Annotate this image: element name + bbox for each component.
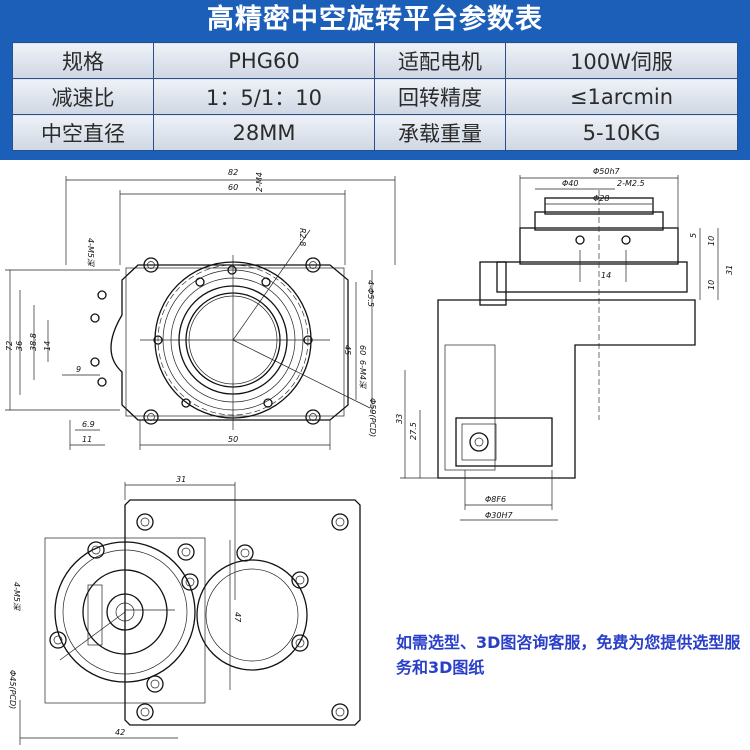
- dim-label: 4-M5深: [86, 238, 95, 267]
- dim-label: Φ50h7: [593, 167, 621, 176]
- dim-label: 10: [707, 236, 716, 246]
- dim-label: Φ8F6: [485, 495, 506, 504]
- spec-value: 5-10KG: [505, 114, 738, 151]
- dim-label: 5: [689, 233, 698, 238]
- dim-label: Φ28: [593, 194, 609, 203]
- dim-label: 6.9: [82, 420, 95, 429]
- spec-label: 回转精度: [374, 78, 506, 115]
- spec-table: 规格 PHG60 适配电机 100W伺服 减速比 1：5/1：10 回转精度 ≤…: [12, 42, 738, 151]
- dim-label: Φ59(PCD): [368, 398, 377, 437]
- dim-label: 2-M4: [255, 172, 264, 192]
- dim-label: 14: [43, 341, 52, 351]
- side-view-drawing: Φ50h7 Φ40 2-M2.5 Φ28 5 10 14 10 31 33 27…: [395, 167, 734, 521]
- spec-value: PHG60: [153, 42, 375, 79]
- dim-label: 10: [707, 280, 716, 290]
- spec-value: 1：5/1：10: [153, 78, 375, 115]
- dim-label: Φ30H7: [485, 511, 513, 520]
- dim-label: 47: [233, 612, 242, 623]
- dim-label: 38.8: [29, 333, 38, 351]
- dim-label: 9: [76, 365, 81, 374]
- dim-label: 33: [395, 414, 404, 424]
- spec-label: 适配电机: [374, 42, 506, 79]
- table-row: 减速比 1：5/1：10 回转精度 ≤1arcmin: [12, 78, 738, 115]
- spec-label: 减速比: [12, 78, 154, 115]
- dim-label: 60: [228, 183, 238, 192]
- dim-label: 31: [725, 265, 734, 275]
- spec-value: ≤1arcmin: [505, 78, 738, 115]
- dim-label: 45: [343, 345, 352, 355]
- bottom-view-drawing: 31 42 47 4-M5深 Φ45(PCD): [8, 475, 361, 745]
- dim-label: 36: [15, 341, 24, 351]
- dim-label: 31: [176, 475, 186, 484]
- spec-value: 28MM: [153, 114, 375, 151]
- dim-label: 72: [5, 341, 14, 351]
- technical-drawings: 82 60 50 6.9 11 9 72 36 14 38.8 60 45 R2…: [5, 167, 734, 745]
- dim-label: R2.8: [298, 228, 307, 246]
- table-row: 规格 PHG60 适配电机 100W伺服: [12, 42, 738, 79]
- table-row: 中空直径 28MM 承载重量 5-10KG: [12, 114, 738, 151]
- dim-label: 4-Φ5.5: [366, 280, 375, 307]
- spec-label: 规格: [12, 42, 154, 79]
- dim-label: 2-M2.5: [617, 179, 645, 188]
- dim-label: Φ40: [562, 179, 578, 188]
- dim-label: 27.5: [409, 422, 418, 440]
- dim-label: 4-M5深: [12, 582, 21, 611]
- spec-label: 中空直径: [12, 114, 154, 151]
- dim-label: Φ45(PCD): [8, 670, 17, 709]
- contact-note: 如需选型、3D图咨询客服，免费为您提供选型服务和3D图纸: [396, 633, 741, 677]
- dim-label: 42: [115, 728, 125, 737]
- spec-header: 高精密中空旋转平台参数表 规格 PHG60 适配电机 100W伺服 减速比 1：…: [0, 0, 750, 160]
- dim-label: 6-M4深: [358, 360, 367, 389]
- spec-value: 100W伺服: [505, 42, 738, 79]
- dim-label: 14: [601, 271, 611, 280]
- page-title: 高精密中空旋转平台参数表: [207, 4, 543, 35]
- dim-label: 82: [228, 168, 238, 177]
- dim-label: 11: [82, 435, 92, 444]
- front-view-drawing: 82 60 50 6.9 11 9 72 36 14 38.8 60 45 R2…: [5, 168, 396, 450]
- spec-label: 承载重量: [374, 114, 506, 151]
- dim-label: 60: [358, 345, 367, 355]
- dim-label: 50: [228, 435, 238, 444]
